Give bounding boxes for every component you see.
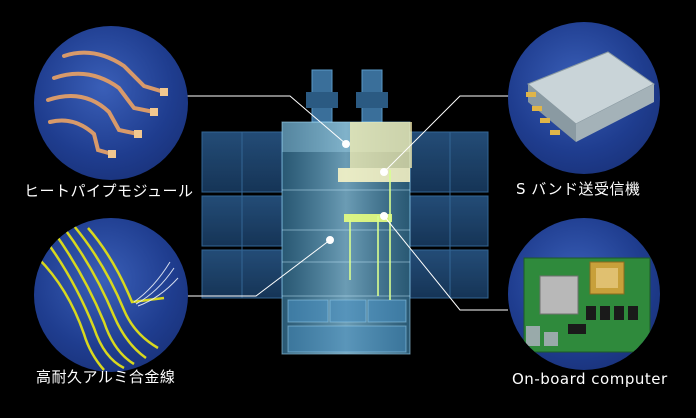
obc-label: On-board computer xyxy=(512,370,668,388)
left-panels xyxy=(201,131,283,299)
obc-image xyxy=(508,218,660,370)
s-band-transceiver-image xyxy=(508,22,660,174)
top-antennas xyxy=(306,69,388,123)
heat-pipe-label: ヒートパイプモジュール xyxy=(24,182,194,200)
heat-pipe-image xyxy=(34,26,188,180)
aluminum-wire-label: 高耐久アルミ合金線 xyxy=(36,368,176,386)
connector-lines xyxy=(187,95,510,311)
s-band-label: S バンド送受信機 xyxy=(516,180,641,198)
core-body xyxy=(281,121,412,355)
right-panels xyxy=(409,131,489,299)
aluminum-wire-image xyxy=(34,218,188,372)
